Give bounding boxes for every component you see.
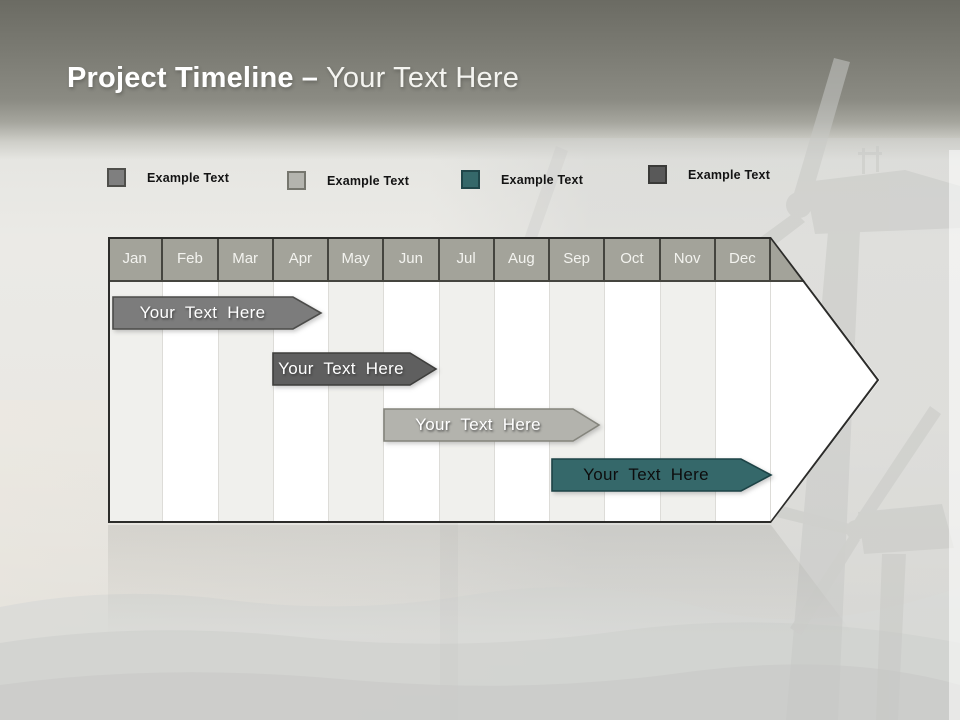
legend-item-3[interactable]: Example Text [461, 170, 583, 189]
legend-swatch-darkgray [648, 165, 667, 184]
month-column [384, 282, 440, 523]
legend-swatch-silver [287, 171, 306, 190]
month-column [329, 282, 385, 523]
timeline-bar-3[interactable]: Your Text Here [383, 408, 601, 442]
month-header-nov: Nov [661, 237, 716, 280]
legend-label: Example Text [501, 172, 584, 187]
legend-label: Example Text [688, 167, 771, 182]
chart-reflection [108, 525, 854, 635]
photo-edge-strip [949, 150, 960, 720]
legend-swatch-gray [107, 168, 126, 187]
timeline-bar-arrow-shape [551, 458, 773, 492]
timeline-bar-4[interactable]: Your Text Here [551, 458, 773, 492]
slide-title-placeholder: Your Text Here [326, 62, 520, 94]
legend-label: Example Text [327, 173, 410, 188]
timeline-chart: Jan Feb Mar Apr May Jun Jul Aug Sep Oct … [108, 237, 880, 523]
timeline-arrow-outline [108, 237, 880, 523]
month-header-apr: Apr [274, 237, 329, 280]
month-column [439, 282, 495, 523]
month-header-jun: Jun [384, 237, 440, 280]
slide-title-separator: – [301, 62, 319, 94]
legend-label: Example Text [147, 170, 230, 185]
timeline-bar-label: Your Text Here [278, 359, 404, 378]
month-header-mar: Mar [219, 237, 274, 280]
timeline-bar-label: Your Text Here [415, 415, 541, 434]
month-column [494, 282, 550, 523]
slide-title[interactable]: Project Timeline–Your Text Here [67, 62, 519, 95]
timeline-bar-arrow-shape [272, 352, 438, 386]
month-header-may: May [329, 237, 385, 280]
month-header-feb: Feb [163, 237, 219, 280]
month-header-sep: Sep [550, 237, 606, 280]
month-header-dec: Dec [716, 237, 771, 280]
slide-title-main: Project Timeline [67, 62, 294, 94]
month-header-jul: Jul [440, 237, 495, 280]
month-header-aug: Aug [495, 237, 550, 280]
legend-swatch-teal [461, 170, 480, 189]
timeline-bar-arrow-shape [383, 408, 601, 442]
legend-item-4[interactable]: Example Text [648, 165, 770, 184]
month-header-oct: Oct [605, 237, 661, 280]
timeline-bar-label: Your Text Here [583, 465, 709, 484]
month-header-jan: Jan [108, 237, 164, 280]
timeline-bar-2[interactable]: Your Text Here [272, 352, 438, 386]
legend-item-2[interactable]: Example Text [287, 171, 409, 190]
timeline-bar-1[interactable]: Your Text Here [112, 296, 323, 330]
legend-item-1[interactable]: Example Text [107, 168, 229, 187]
timeline-bar-arrow-shape [112, 296, 323, 330]
timeline-bar-label: Your Text Here [139, 303, 266, 322]
month-header-row: Jan Feb Mar Apr May Jun Jul Aug Sep Oct … [108, 237, 880, 280]
